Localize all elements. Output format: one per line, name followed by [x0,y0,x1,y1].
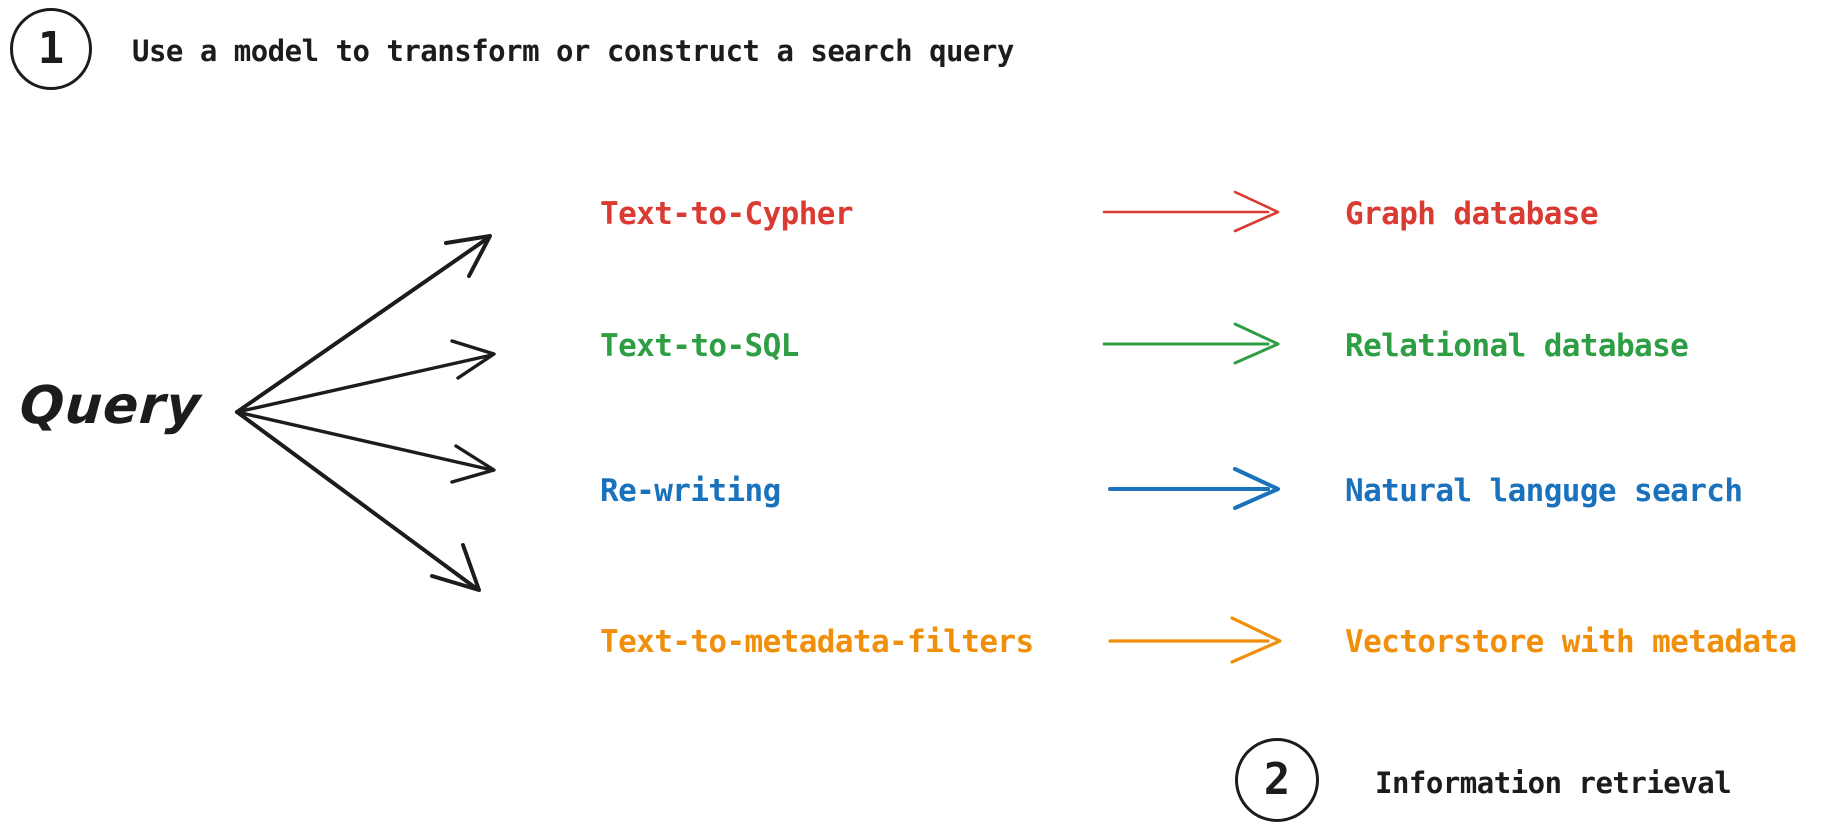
row-arrow-0 [1102,190,1280,233]
row-arrow-3 [1108,616,1282,664]
step-2-caption: Information retrieval [1375,766,1732,800]
target-label-2: Natural languge search [1345,473,1743,509]
technique-label-2: Re-writing [600,473,781,509]
technique-label-1: Text-to-SQL [600,328,799,364]
row-arrow-2 [1108,467,1280,510]
fanout-arrow-2 [235,339,496,414]
target-label-3: Vectorstore with metadata [1345,624,1797,660]
fanout-arrow-1 [235,234,492,414]
step-badge-2: 2 [1235,738,1319,822]
fanout-arrow-4 [235,410,481,592]
step-badge-1: 1 [10,8,92,90]
row-arrow-1 [1102,322,1280,365]
step-badge-1-number: 1 [37,23,65,74]
target-label-1: Relational database [1345,328,1689,364]
query-source-label: Query [17,376,204,436]
step-badge-2-number: 2 [1263,754,1291,805]
target-label-0: Graph database [1345,196,1598,232]
step-1-caption: Use a model to transform or construct a … [132,34,1014,68]
technique-label-3: Text-to-metadata-filters [600,624,1034,660]
fanout-arrow-3 [235,410,496,484]
technique-label-0: Text-to-Cypher [600,196,853,232]
